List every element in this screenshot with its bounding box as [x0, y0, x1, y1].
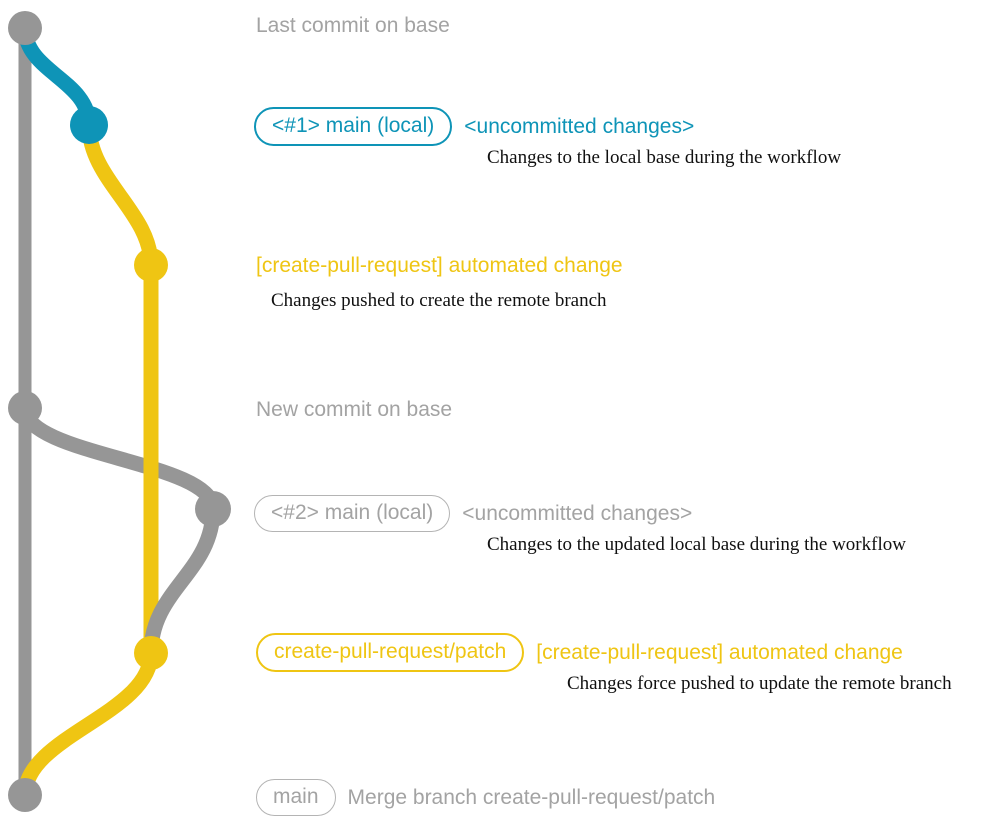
- commit-node-local-1[interactable]: [70, 106, 108, 144]
- commit-row-local-1: <#1> main (local) <uncommitted changes>: [254, 107, 695, 147]
- commit-subject-local-1: <uncommitted changes>: [464, 114, 695, 138]
- branch-ref-local-1[interactable]: <#1> main (local): [254, 107, 453, 147]
- commit-note-local-2: Changes to the updated local base during…: [487, 534, 906, 555]
- commit-subject-local-2: <uncommitted changes>: [462, 501, 693, 525]
- commit-node-automated-change-1[interactable]: [134, 248, 168, 282]
- commit-node-merge[interactable]: [8, 778, 42, 812]
- commit-node-automated-change-2[interactable]: [134, 636, 168, 670]
- edge-base-2-to-local-2: [17, 400, 221, 517]
- commit-subject-last-commit-on-base: Last commit on base: [256, 14, 450, 37]
- commit-subject-patch-1: [create-pull-request] automated change: [256, 254, 623, 277]
- commit-note-local-1: Changes to the local base during the wor…: [487, 147, 842, 168]
- commit-node-local-2[interactable]: [195, 491, 231, 527]
- commit-row-merge: main Merge branch create-pull-request/pa…: [256, 779, 716, 817]
- commit-node-last-commit-on-base[interactable]: [8, 11, 42, 45]
- commit-node-new-commit-on-base[interactable]: [8, 391, 42, 425]
- branch-ref-patch-2[interactable]: create-pull-request/patch: [256, 633, 525, 673]
- commit-subject-new-commit-on-base: New commit on base: [256, 398, 453, 421]
- commit-edges: [17, 20, 221, 803]
- edge-patch-2-to-merge: [17, 645, 159, 803]
- commit-row-local-2: <#2> main (local) <uncommitted changes>: [254, 495, 693, 533]
- commit-nodes: [8, 11, 231, 812]
- branch-ref-local-2[interactable]: <#2> main (local): [254, 495, 451, 533]
- commit-subject-patch-2: [create-pull-request] automated change: [536, 640, 903, 664]
- edge-local-1-to-patch-1: [81, 117, 159, 273]
- commit-note-patch-2: Changes force pushed to update the remot…: [567, 673, 952, 694]
- commit-subject-merge: Merge branch create-pull-request/patch: [347, 785, 716, 809]
- edge-local-2-to-patch-2: [143, 501, 221, 661]
- commit-note-patch-1: Changes pushed to create the remote bran…: [271, 290, 607, 311]
- commit-row-patch-2: create-pull-request/patch [create-pull-r…: [256, 633, 903, 673]
- branch-ref-main[interactable]: main: [256, 779, 336, 817]
